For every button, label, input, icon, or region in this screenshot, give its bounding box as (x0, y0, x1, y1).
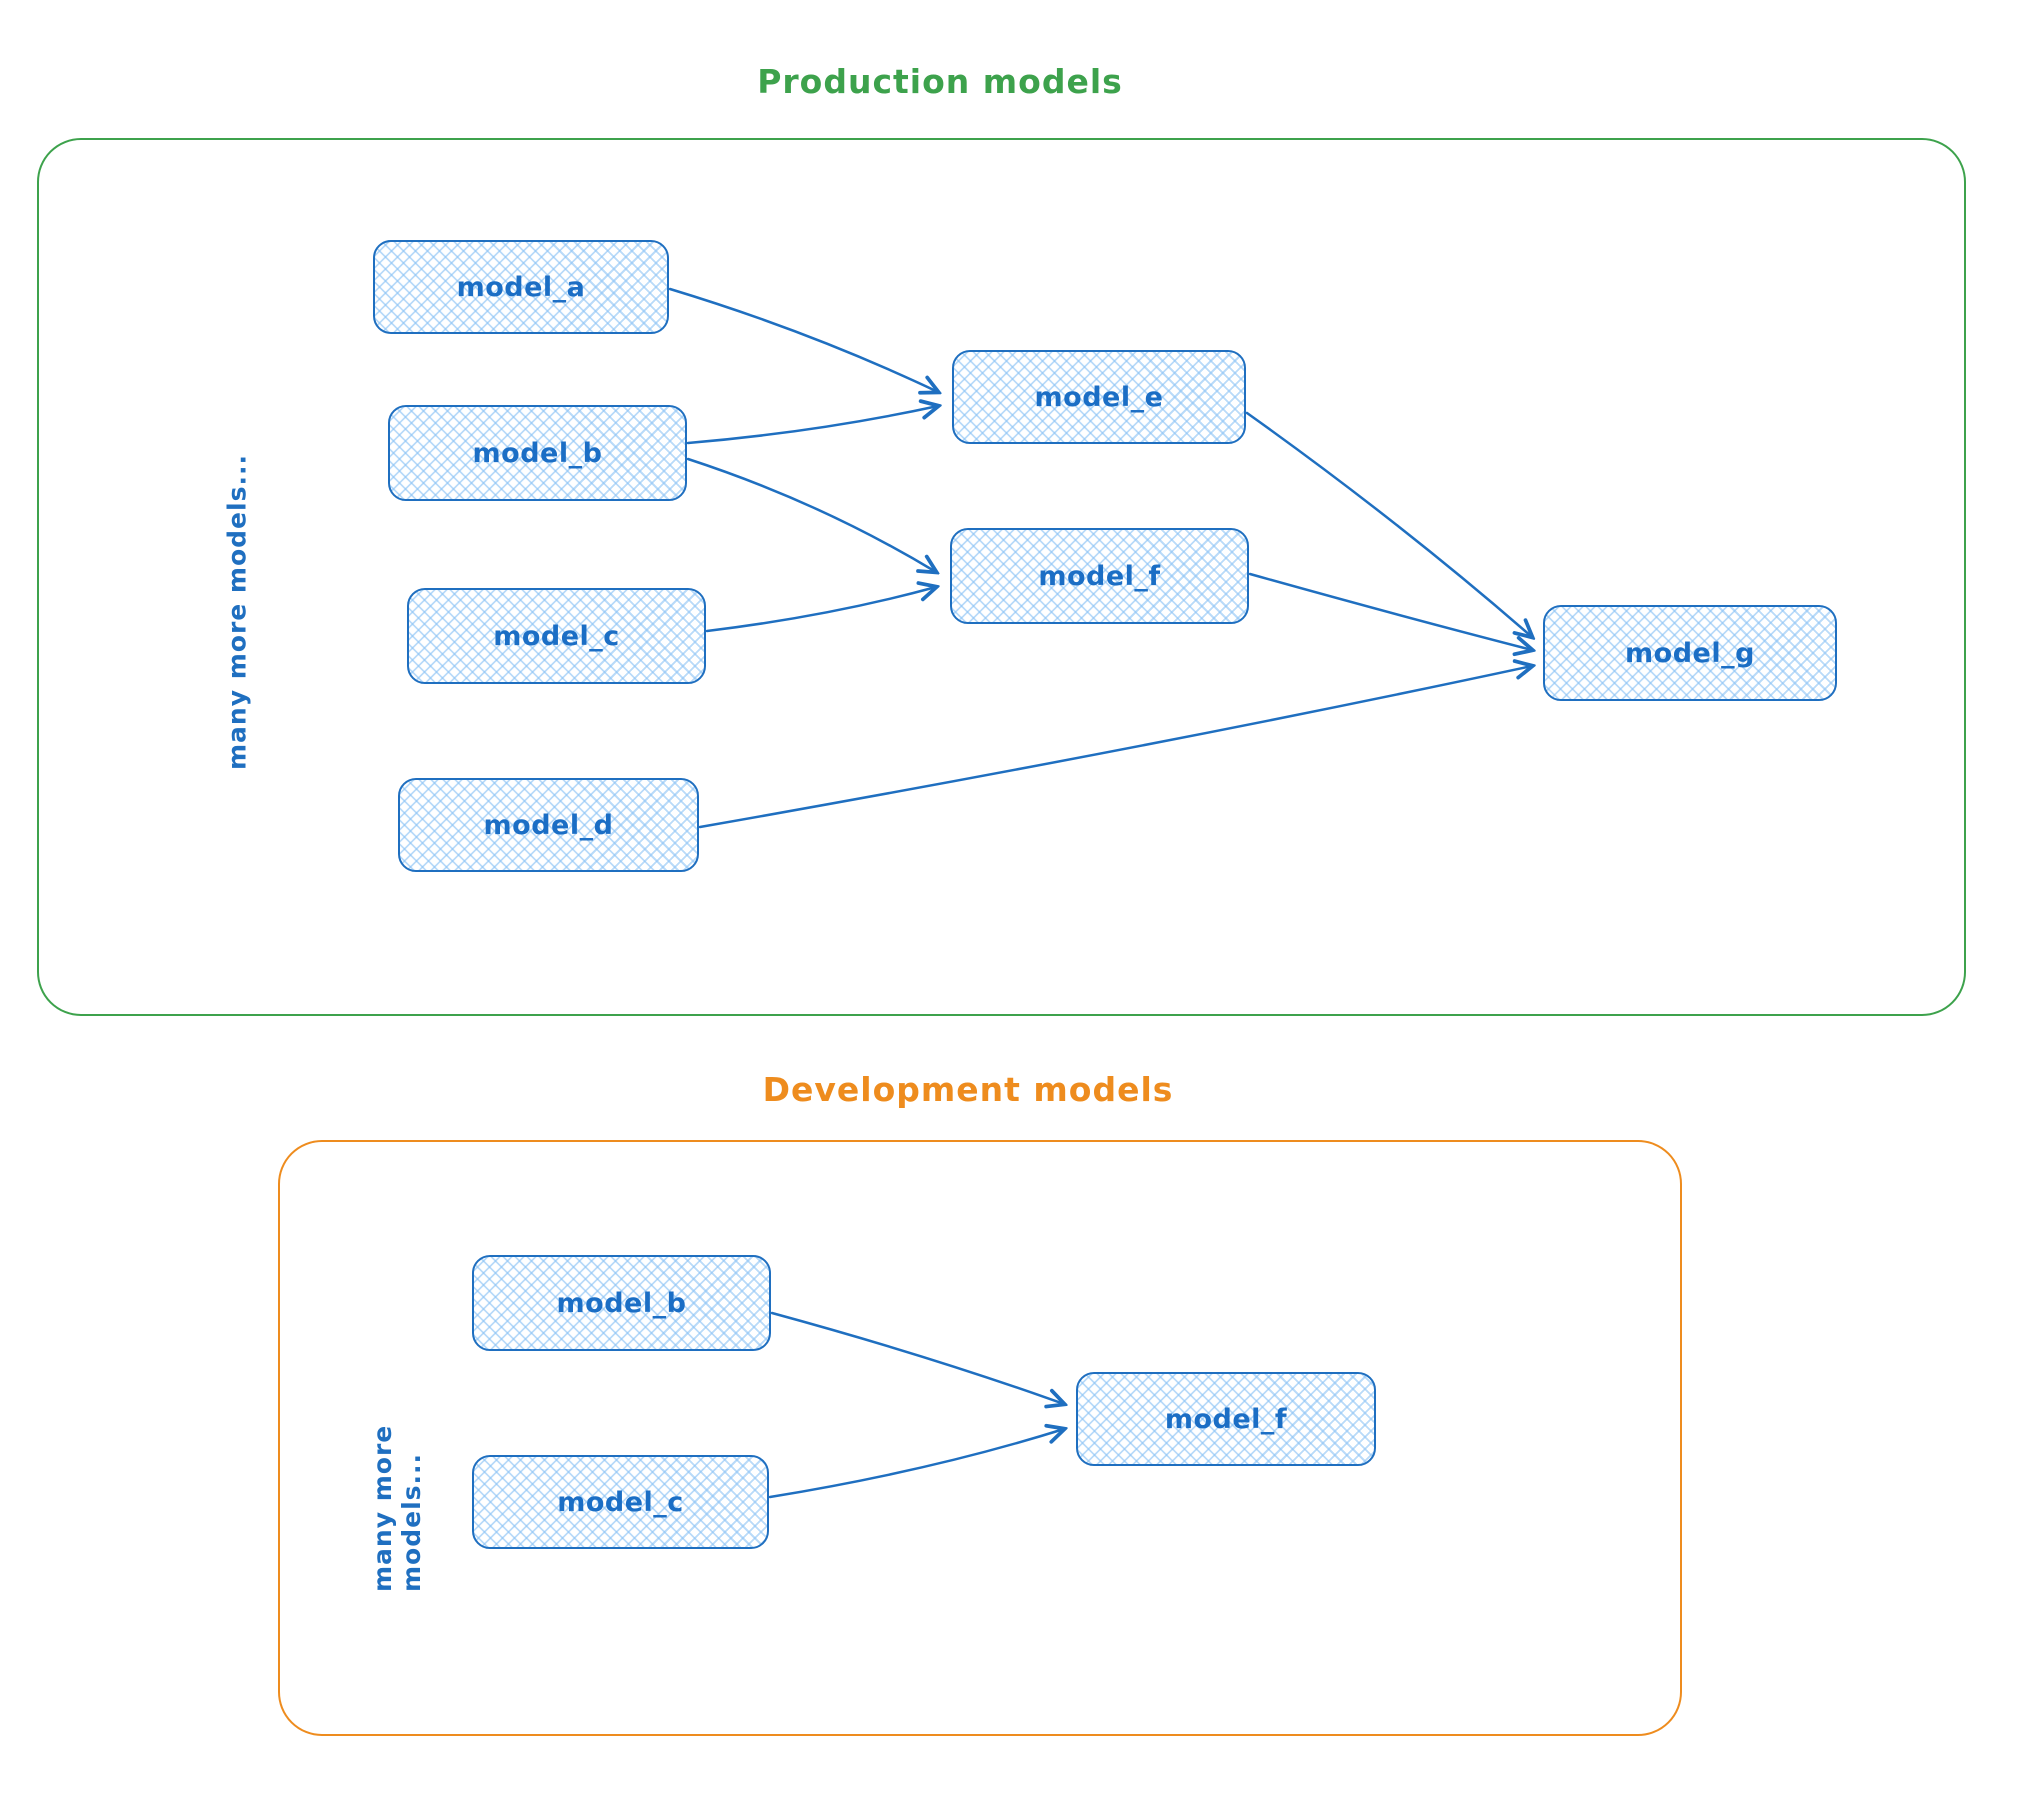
production-section-title: Production models (757, 62, 1123, 101)
node-label: model_f (1164, 1403, 1288, 1435)
node-production-model-g: model_g (1543, 605, 1837, 701)
node-label: model_f (1038, 560, 1161, 592)
node-label: model_d (483, 809, 614, 841)
node-production-model-d: model_d (398, 778, 699, 872)
production-section-box (37, 138, 1966, 1016)
node-development-model-f: model_f (1076, 1372, 1376, 1466)
development-section-title: Development models (762, 1070, 1174, 1109)
node-production-model-a: model_a (373, 240, 669, 334)
node-label: model_b (472, 437, 603, 469)
node-label: model_b (556, 1287, 687, 1319)
node-production-model-e: model_e (952, 350, 1246, 444)
node-label: model_c (557, 1486, 684, 1518)
node-production-model-c: model_c (407, 588, 706, 684)
production-many-more-models-label: many more models... (222, 454, 252, 770)
development-many-more-models-label: many more models... (368, 1424, 426, 1592)
node-label: model_g (1625, 637, 1755, 669)
node-label: model_a (456, 271, 586, 303)
node-production-model-b: model_b (388, 405, 687, 501)
node-development-model-c: model_c (472, 1455, 769, 1549)
node-label: model_c (493, 620, 620, 652)
node-development-model-b: model_b (472, 1255, 771, 1351)
development-section-box (278, 1140, 1682, 1736)
node-production-model-f: model_f (950, 528, 1249, 624)
node-label: model_e (1034, 381, 1164, 413)
